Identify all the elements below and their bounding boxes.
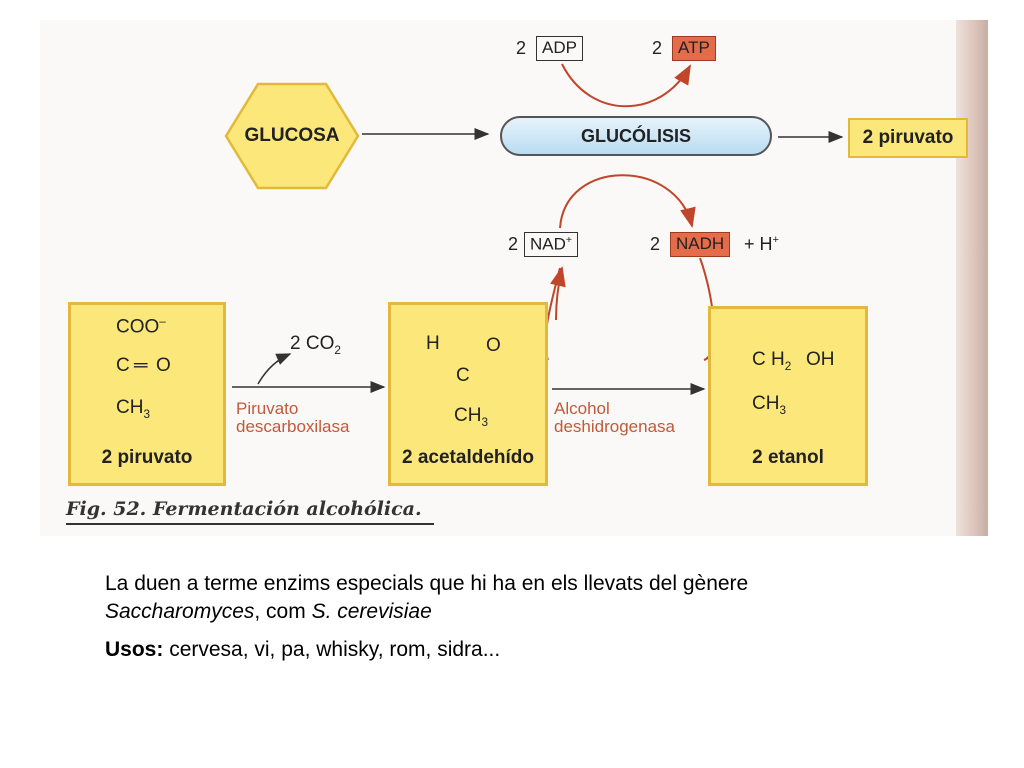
description-text: La duen a terme enzims especials que hi … xyxy=(105,570,965,674)
coo-charge: – xyxy=(159,315,166,328)
enzyme-1-line2: descarboxilasa xyxy=(236,416,350,436)
caption-underline xyxy=(66,523,434,525)
usos-paragraph: Usos: cervesa, vi, pa, whisky, rom, sidr… xyxy=(105,636,965,664)
o-atom-1: O xyxy=(156,355,171,376)
glucolisis-pill: GLUCÓLISIS xyxy=(500,116,772,156)
piruvato-box-label: 2 piruvato xyxy=(101,447,193,468)
h-atom: H xyxy=(426,333,440,354)
usos-value: cervesa, vi, pa, whisky, rom, sidra... xyxy=(163,638,501,661)
nad-coefficient: 2 xyxy=(508,234,519,254)
enzyme-1-line1: Piruvato xyxy=(236,399,299,418)
arrow-nadh-nad-loop xyxy=(544,257,715,361)
arrow-nad-nadh xyxy=(559,174,696,229)
com-connector: , com xyxy=(254,600,312,623)
enzyme-1: Piruvato descarboxilasa xyxy=(236,400,349,436)
arrow-nad-return xyxy=(550,266,566,321)
figure-caption: Fig. 52. Fermentación alcohólica. xyxy=(66,498,422,520)
ch-sub-3: 3 xyxy=(779,403,786,417)
oh-group: OH xyxy=(806,349,835,370)
co2-text: 2 CO xyxy=(290,333,335,354)
description-paragraph: La duen a terme enzims especials que hi … xyxy=(105,570,965,626)
etanol-box: 2 etanol xyxy=(708,306,868,486)
piruvato-output-box: 2 piruvato xyxy=(848,118,968,158)
coo-group: COO– xyxy=(116,315,166,338)
coo-label: COO xyxy=(116,316,160,338)
enzyme-2: Alcohol deshidrogenasa xyxy=(554,400,675,436)
glucolisis-label: GLUCÓLISIS xyxy=(580,125,691,146)
etanol-box-label: 2 etanol xyxy=(752,447,824,468)
species-name: S. cerevisiae xyxy=(311,600,432,623)
piruvato-box: 2 piruvato xyxy=(68,302,226,486)
atp-coefficient: 2 xyxy=(652,38,663,58)
ch2-group: C H2 xyxy=(752,350,791,373)
ch-sub-2: 3 xyxy=(481,415,488,429)
ch-label-1: CH xyxy=(116,397,144,418)
o-atom-2: O xyxy=(486,335,501,356)
enzyme-2-line1: Alcohol xyxy=(554,399,610,418)
h-plus: + H+ xyxy=(744,234,779,255)
genus-name: Saccharomyces xyxy=(105,600,255,623)
nad-charge: + xyxy=(565,234,573,246)
h-plus-label: + H xyxy=(744,234,773,254)
h-plus-charge: + xyxy=(772,234,780,246)
nad-box: NAD+ xyxy=(524,232,579,258)
fermentation-figure: GLUCOSA GLUCÓLISIS 2 piruvato 2 ADP 2 AT… xyxy=(66,20,988,536)
arrow-co2-release xyxy=(257,353,292,385)
double-bond-1: ═ xyxy=(134,355,148,376)
nadh-coefficient: 2 xyxy=(650,234,661,254)
description-line1: La duen a terme enzims especials que hi … xyxy=(105,572,749,595)
c-atom-1: C xyxy=(116,355,130,376)
ch2-sub: 2 xyxy=(784,359,792,373)
ch3-group-1: CH3 xyxy=(116,398,150,421)
ch3-group-3: CH3 xyxy=(752,394,786,417)
enzyme-2-line2: deshidrogenasa xyxy=(554,416,675,436)
adp-box: ADP xyxy=(536,36,583,61)
atp-box: ATP xyxy=(672,36,716,61)
glucosa-label: GLUCOSA xyxy=(244,125,340,146)
nadh-box: NADH xyxy=(670,232,731,257)
ch-label-3: CH xyxy=(752,393,780,414)
co2-sub: 2 xyxy=(334,343,341,357)
ch3-group-2: CH3 xyxy=(454,406,488,429)
ch-sub-1: 3 xyxy=(143,407,150,421)
arrow-adp-atp xyxy=(561,63,691,108)
usos-label: Usos: xyxy=(105,638,164,661)
acetaldehido-box: 2 acetaldehído xyxy=(388,302,548,486)
adp-coefficient: 2 xyxy=(516,38,527,58)
nad-label: NAD xyxy=(530,234,566,254)
co2-label: 2 CO2 xyxy=(290,334,341,357)
glucosa-hexagon xyxy=(224,82,360,190)
piruvato-output-label: 2 piruvato xyxy=(862,127,954,148)
acetaldehido-box-label: 2 acetaldehído xyxy=(402,447,534,468)
ch-label-2: CH xyxy=(454,405,482,426)
ch2-label: C H xyxy=(752,349,785,370)
c-atom-2: C xyxy=(456,365,470,386)
page-edge xyxy=(956,20,988,536)
